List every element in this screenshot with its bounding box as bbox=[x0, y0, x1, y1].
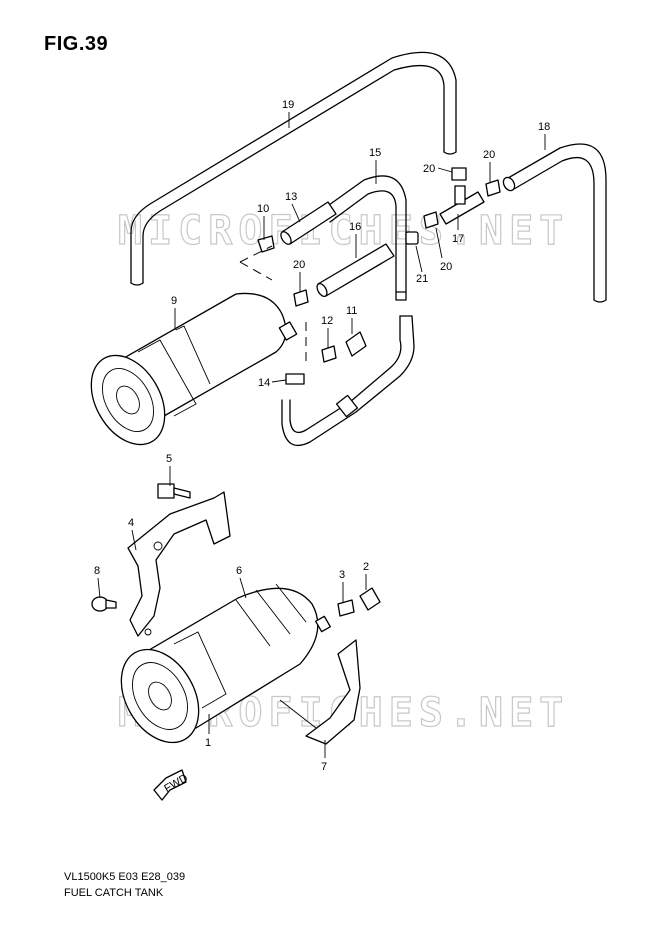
figure-title: FIG.39 bbox=[44, 33, 109, 55]
callout-15: 15 bbox=[369, 147, 381, 159]
callout-20b: 20 bbox=[483, 149, 495, 161]
callout-11: 11 bbox=[346, 305, 357, 317]
callout-20a: 20 bbox=[423, 163, 435, 175]
callout-20d: 20 bbox=[440, 261, 452, 273]
part-7-cover[interactable] bbox=[305, 639, 361, 745]
callout-21: 21 bbox=[416, 273, 428, 285]
callout-2: 2 bbox=[363, 561, 369, 573]
part-13-tube[interactable] bbox=[279, 201, 337, 246]
dashed-leader bbox=[239, 245, 273, 281]
callout-labels: 19 18 15 20 20 20 20 13 10 16 17 21 9 12… bbox=[94, 99, 550, 773]
hose-19[interactable] bbox=[130, 51, 457, 286]
bracket-4[interactable] bbox=[127, 491, 231, 637]
bolt-5[interactable] bbox=[157, 483, 191, 499]
hose-15[interactable] bbox=[321, 175, 407, 301]
callout-8: 8 bbox=[94, 565, 100, 577]
callout-20c: 20 bbox=[293, 259, 305, 271]
callout-7: 7 bbox=[321, 761, 327, 773]
figure-code: VL1500K5 E03 E28_039 bbox=[64, 871, 186, 883]
part-16-tube[interactable] bbox=[315, 243, 395, 298]
hose-clamps[interactable] bbox=[257, 167, 501, 617]
callout-19: 19 bbox=[282, 99, 294, 111]
callout-6: 6 bbox=[236, 565, 242, 577]
hose-lower[interactable] bbox=[281, 315, 415, 447]
canister-1[interactable] bbox=[106, 583, 331, 756]
callout-10: 10 bbox=[257, 203, 269, 215]
fwd-label: FWD bbox=[162, 772, 190, 795]
part-17-joint[interactable] bbox=[439, 185, 485, 225]
callout-12: 12 bbox=[321, 315, 333, 327]
canister-9[interactable] bbox=[76, 292, 298, 457]
bolt-8[interactable] bbox=[91, 596, 117, 612]
callout-3: 3 bbox=[339, 569, 345, 581]
callout-4: 4 bbox=[128, 517, 134, 529]
callout-5: 5 bbox=[166, 453, 172, 465]
callout-9: 9 bbox=[171, 295, 177, 307]
part-21-fitting[interactable] bbox=[405, 231, 419, 245]
callout-13: 13 bbox=[285, 191, 297, 203]
callout-1: 1 bbox=[205, 737, 211, 749]
hose-18[interactable] bbox=[501, 143, 607, 303]
watermark-top: MICROFICHES.NET bbox=[118, 208, 569, 254]
fwd-arrow: FWD bbox=[153, 769, 190, 801]
callout-leaders bbox=[97, 112, 546, 758]
callout-16: 16 bbox=[349, 221, 361, 233]
part-11-fitting[interactable] bbox=[345, 331, 367, 357]
callout-18: 18 bbox=[538, 121, 550, 133]
callout-17: 17 bbox=[452, 233, 464, 245]
callout-14: 14 bbox=[258, 377, 270, 389]
part-2-grommet[interactable] bbox=[359, 587, 381, 611]
figure-name: FUEL CATCH TANK bbox=[64, 887, 164, 899]
